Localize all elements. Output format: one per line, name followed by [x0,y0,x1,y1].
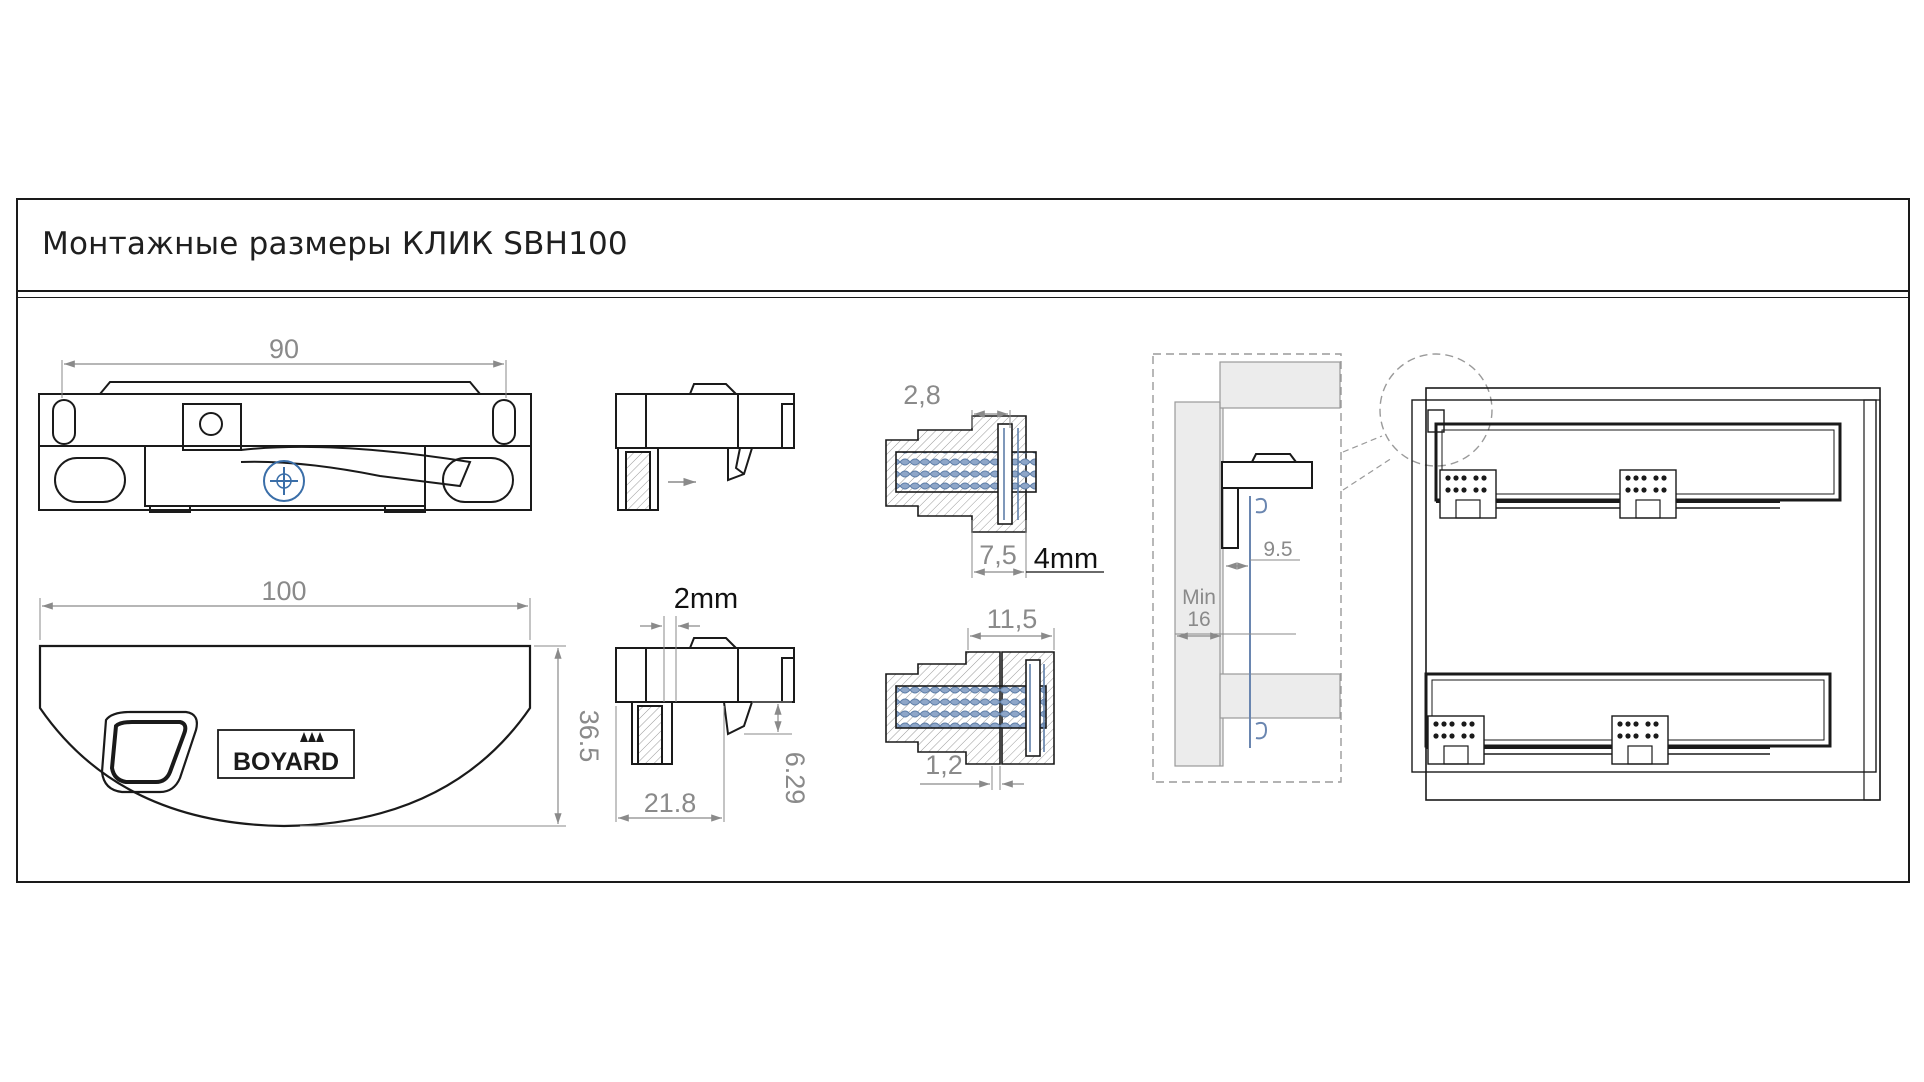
bolt-section-bottom [885,651,1055,765]
drawer-top [1427,409,1842,519]
dim-label-1-2: 1,2 [925,750,963,780]
top-view-drawing [38,381,532,513]
dim-label-100: 100 [261,576,306,606]
dim-label-2-8: 2,8 [903,380,941,410]
dim-label-36-5: 36.5 [574,710,604,763]
header: Монтажные размеры КЛИК SBH100 [18,200,1908,292]
dim-label-2mm: 2mm [674,583,738,615]
mounting-detail: 9.5 Min 16 [1152,353,1342,783]
cabinet-drawing [1342,353,1881,801]
dim-label-6-29: 6.29 [780,752,810,805]
dim-label-9-5: 9.5 [1263,538,1292,561]
brand-logo-text: BOYARD [233,748,339,776]
dim-label-16: 16 [1187,608,1210,631]
dimension-1-2: 1,2 [920,750,1024,790]
dimension-6-29: 6.29 [744,701,810,805]
dimension-4mm: 4mm [1026,543,1104,575]
dimension-11-5: 11,5 [967,604,1055,650]
bolt-section-top [885,415,1037,533]
dimension-36-5: 36.5 [300,645,604,827]
side-view-top [615,383,795,511]
dimension-21-8: 21.8 [615,706,725,822]
drawer-bottom-holes [1433,721,1659,739]
cover-drawing [38,644,532,828]
page-title: Монтажные размеры КЛИК SBH100 [42,226,628,262]
boyard-logo: BOYARD [233,732,339,776]
dimension-7-5: 7,5 [971,520,1027,578]
dim-label-90: 90 [269,334,299,364]
drawer-bottom [1424,672,1832,765]
dim-label-11-5: 11,5 [987,604,1038,634]
dim-label-min: Min [1182,586,1216,609]
side-view-bottom [615,637,795,765]
diagram-panel: Монтажные размеры КЛИК SBH100 [16,198,1910,883]
dim-label-4mm: 4mm [1034,543,1098,575]
dimension-90: 90 [61,334,507,398]
header-divider [18,297,1908,298]
dim-label-21-8: 21.8 [644,788,697,818]
dimension-100: 100 [39,576,531,640]
dimension-2-8: 2,8 [903,380,1011,428]
dim-label-7-5: 7,5 [979,540,1017,570]
drawer-top-holes [1445,475,1667,493]
dimension-2mm: 2mm [640,583,738,702]
